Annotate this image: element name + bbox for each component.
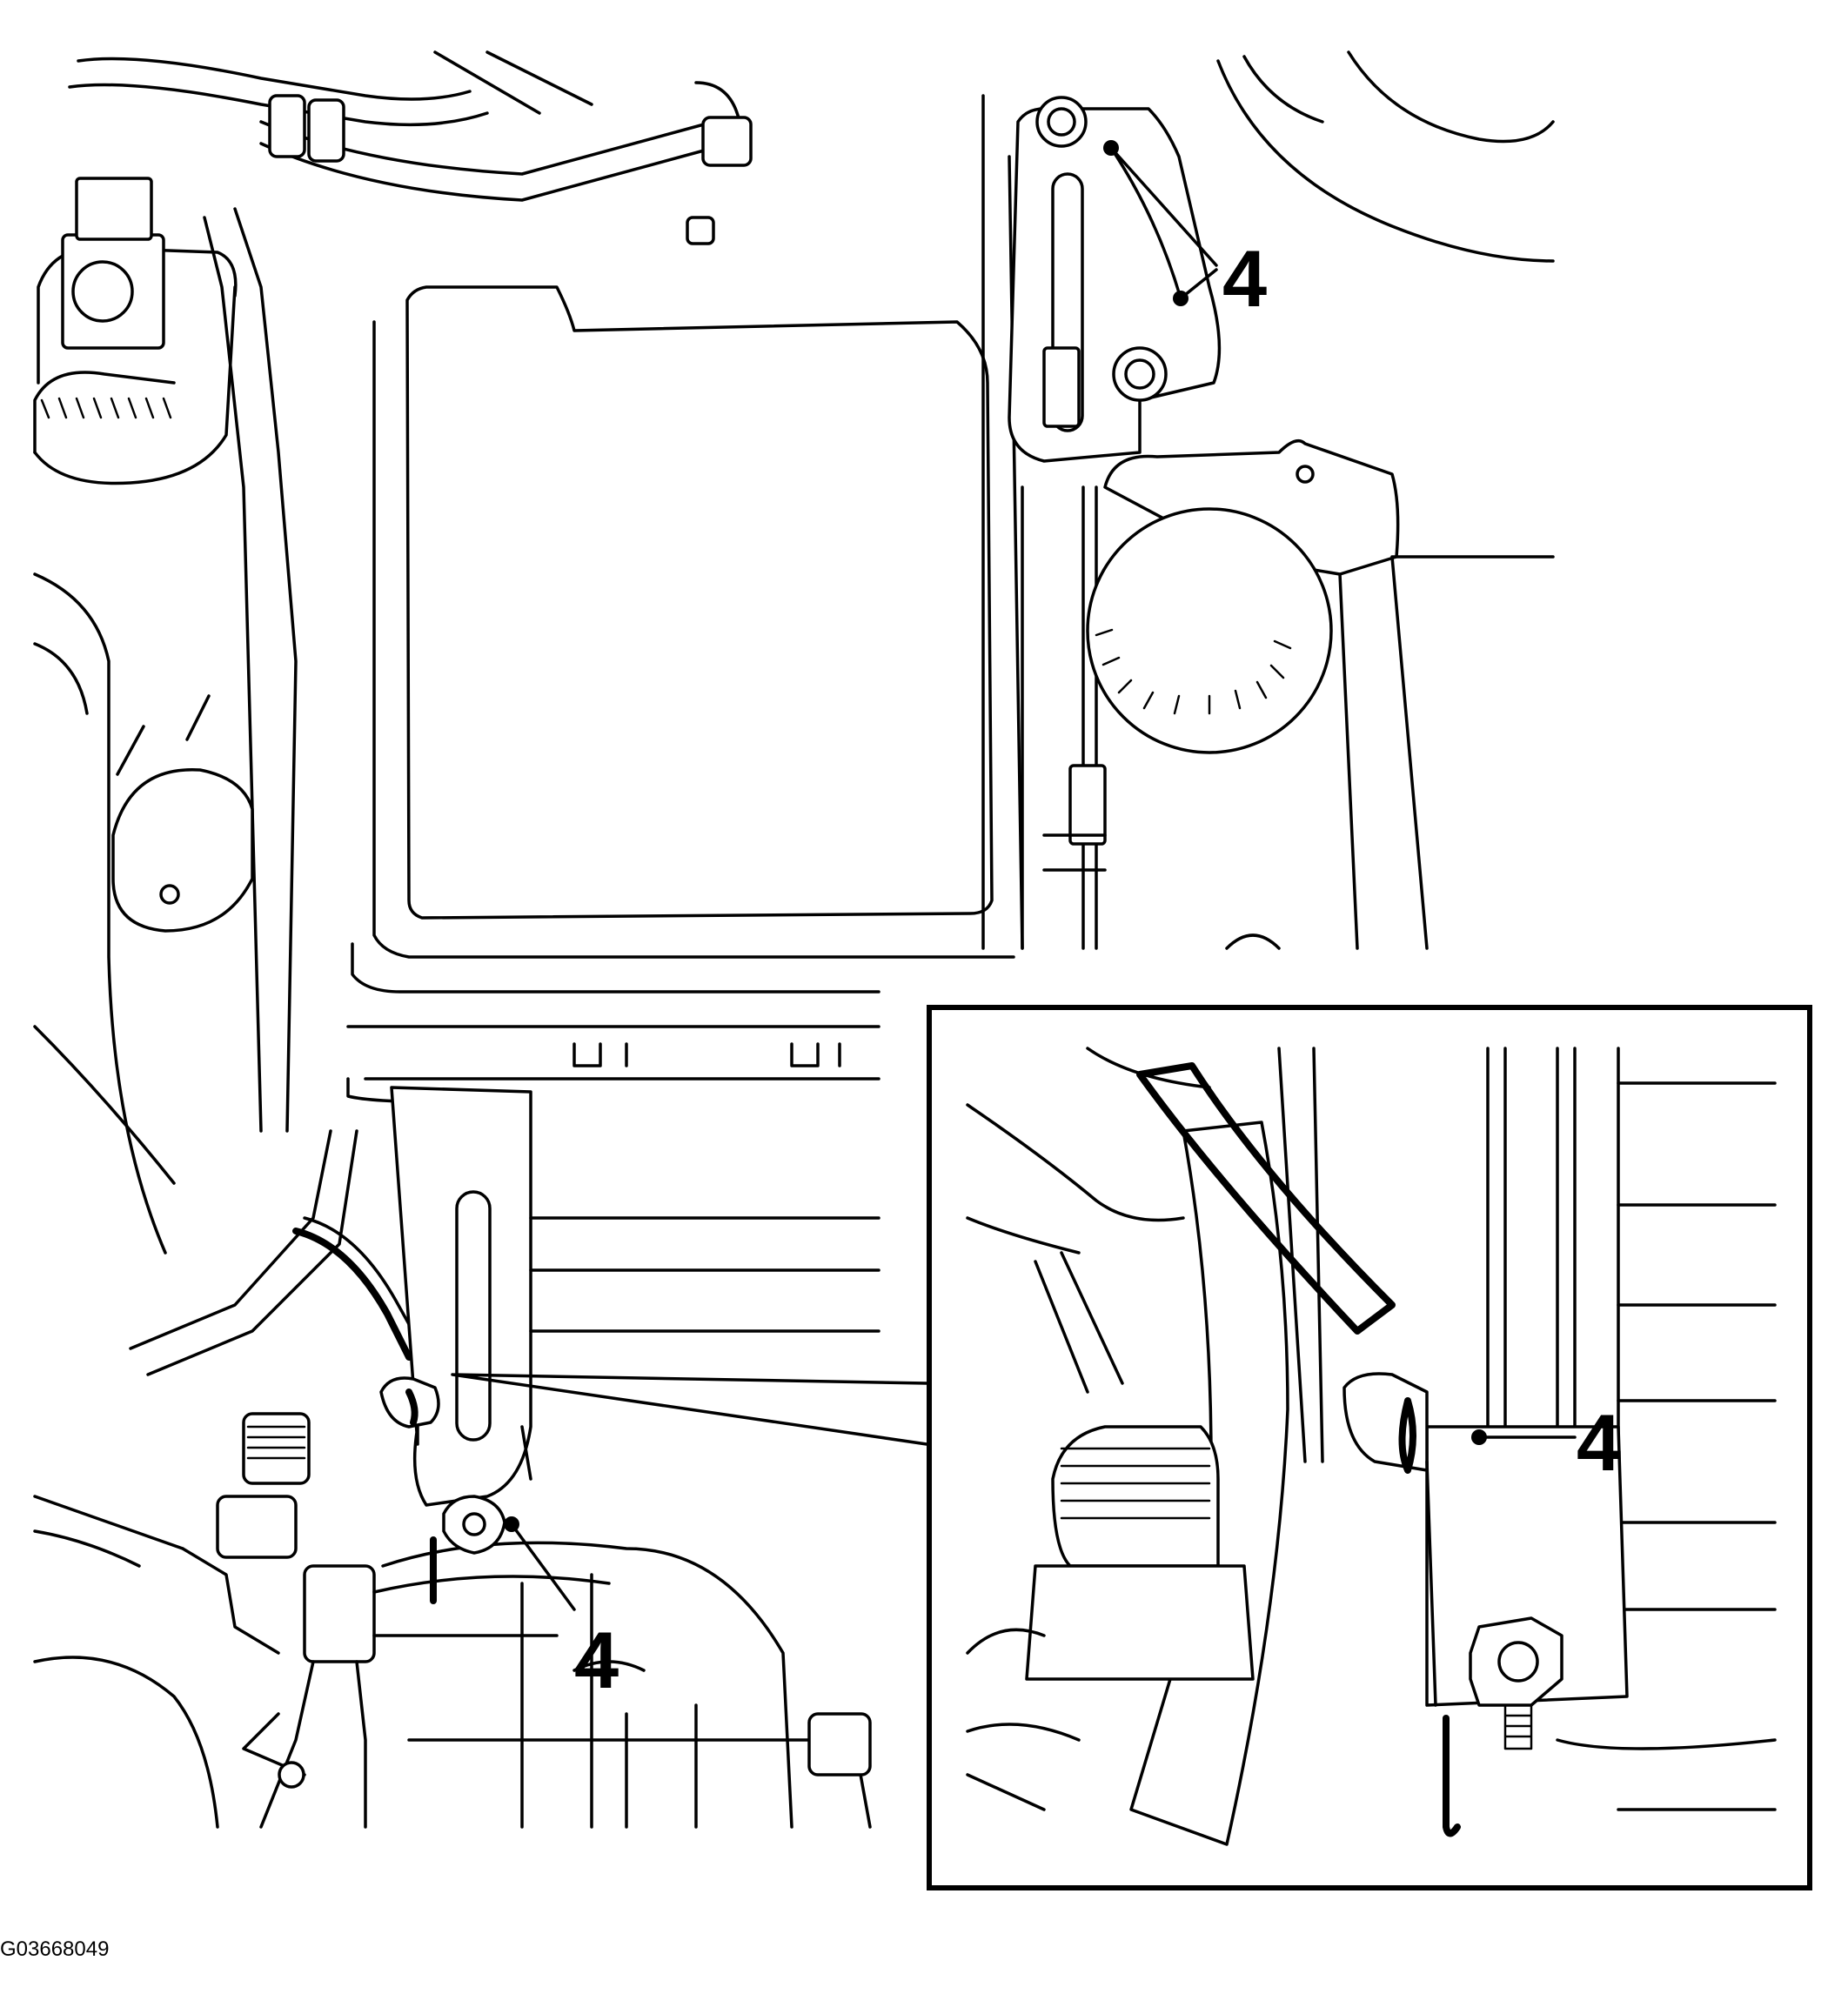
upper-bracket [981,94,1222,950]
main-view [33,50,1555,1829]
control-module-box [346,285,1015,1104]
inset-leader-line [451,1373,928,1446]
left-mount [111,694,254,933]
detail-inset [927,1005,1812,1890]
callout-4-lower: 4 [504,1516,619,1705]
figure-id: G03668049 [0,1937,109,1961]
reservoir-cap [33,177,238,485]
lower-hoses [33,1129,872,1829]
callout-4-inset: 4 [1471,1399,1621,1488]
top-hoses [68,50,753,245]
callout-4-upper: 4 [1103,140,1267,324]
inset-fitting [966,1425,1255,1811]
right-toothed-cap [1086,50,1555,950]
lower-bracket [379,1086,880,1604]
callout-label: 4 [1577,1399,1621,1488]
callout-label: 4 [1222,235,1267,324]
callout-label: 4 [574,1616,619,1705]
